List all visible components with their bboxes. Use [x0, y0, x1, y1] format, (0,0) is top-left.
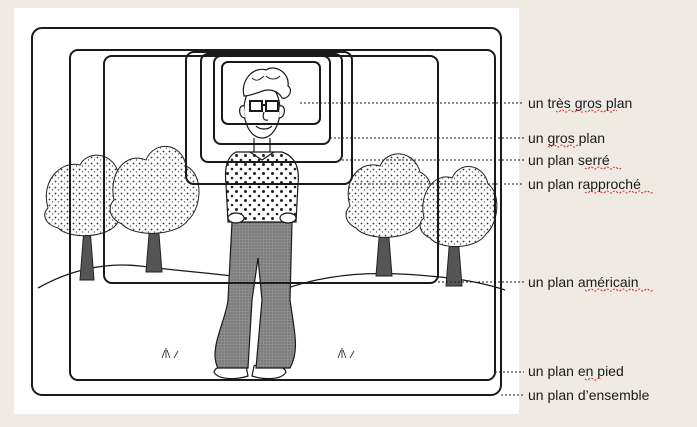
label-plan-serre: un plan serré	[528, 152, 610, 168]
shot-labels: un très gros plan un gros plan un plan s…	[528, 95, 650, 403]
label-tres-gros-plan: un très gros plan	[528, 95, 632, 111]
label-gros-plan: un gros plan	[528, 130, 605, 146]
spellcheck-underlines	[548, 110, 653, 380]
label-plan-en-pied: un plan en pied	[528, 363, 624, 379]
label-plan-americain: un plan américain	[528, 274, 639, 290]
label-plan-ensemble: un plan d’ensemble	[528, 387, 650, 403]
label-plan-rapproche: un plan rapproché	[528, 176, 641, 192]
